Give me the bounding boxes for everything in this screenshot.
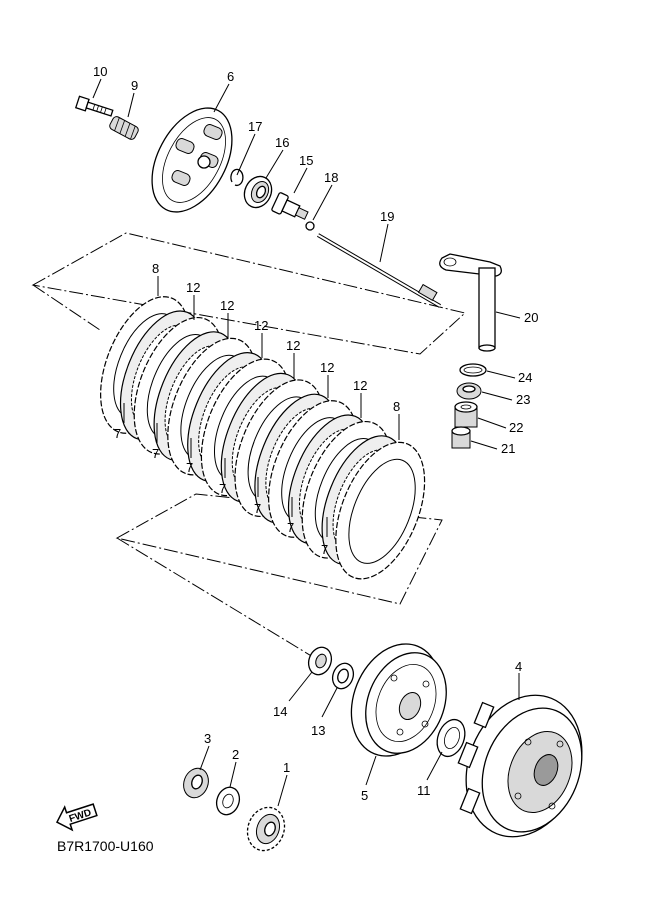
callout-12-c: 12 (254, 318, 268, 333)
diagram-code: B7R1700-U160 (57, 838, 154, 854)
callout-7-g: 7 (321, 542, 328, 557)
callout-4: 4 (515, 659, 522, 674)
callout-22: 22 (509, 420, 523, 435)
callout-7-e: 7 (254, 501, 261, 516)
conical-washer-part (307, 646, 333, 676)
push-lever-shaft-part (439, 253, 502, 352)
fwd-arrow-icon: FWD (55, 803, 98, 832)
callout-2: 2 (232, 747, 239, 762)
callout-12-d: 12 (286, 338, 300, 353)
callout-12-a: 12 (186, 280, 200, 295)
lock-washer-part (331, 662, 355, 690)
callouts: 10 9 6 17 16 15 18 19 20 24 23 22 21 8 8… (92, 64, 538, 807)
push-rod-piece-part (271, 192, 309, 220)
ball-part (305, 221, 315, 231)
callout-8-top: 8 (152, 261, 159, 276)
callout-6: 6 (227, 69, 234, 84)
callout-1: 1 (283, 760, 290, 775)
callout-12-f: 12 (353, 378, 367, 393)
bearing-22-part (454, 401, 478, 428)
callout-7-c: 7 (186, 460, 193, 475)
callout-18: 18 (324, 170, 338, 185)
callout-7-a: 7 (114, 426, 121, 441)
callout-14: 14 (273, 704, 287, 719)
callout-3: 3 (204, 731, 211, 746)
callout-20: 20 (524, 310, 538, 325)
bushing-21-part (451, 426, 471, 449)
callout-10: 10 (93, 64, 107, 79)
bolt-part (74, 95, 114, 117)
callout-7-b: 7 (152, 446, 159, 461)
push-rod-part (316, 233, 442, 308)
clutch-boss-part (350, 643, 447, 757)
callout-8-bottom: 8 (393, 399, 400, 414)
pressure-plate-part (151, 107, 233, 213)
callout-23: 23 (516, 392, 530, 407)
thrust-washer-part (436, 718, 466, 758)
callout-19: 19 (380, 209, 394, 224)
callout-16: 16 (275, 135, 289, 150)
oil-seal-23-part (456, 382, 482, 400)
bearing-part (243, 175, 273, 209)
callout-7-f: 7 (287, 520, 294, 535)
reference-frames (31, 232, 467, 661)
callout-21: 21 (501, 441, 515, 456)
primary-gear-1-part (246, 806, 286, 852)
fwd-label: FWD (68, 807, 93, 825)
circlip-24-part (459, 363, 487, 377)
callout-9: 9 (131, 78, 138, 93)
friction-plate-stack (100, 296, 426, 580)
clutch-housing-part (457, 694, 583, 838)
callout-5: 5 (361, 788, 368, 803)
callout-13: 13 (311, 723, 325, 738)
friction-plate (335, 441, 426, 580)
callout-15: 15 (299, 153, 313, 168)
callout-12-e: 12 (320, 360, 334, 375)
callout-24: 24 (518, 370, 532, 385)
circlip-part (230, 168, 244, 187)
collar-3-part (183, 767, 209, 799)
callout-17: 17 (248, 119, 262, 134)
callout-12-b: 12 (220, 298, 234, 313)
spring-part (109, 116, 139, 140)
callout-11: 11 (417, 783, 431, 798)
callout-7-d: 7 (219, 481, 226, 496)
washer-2-part (215, 786, 241, 816)
